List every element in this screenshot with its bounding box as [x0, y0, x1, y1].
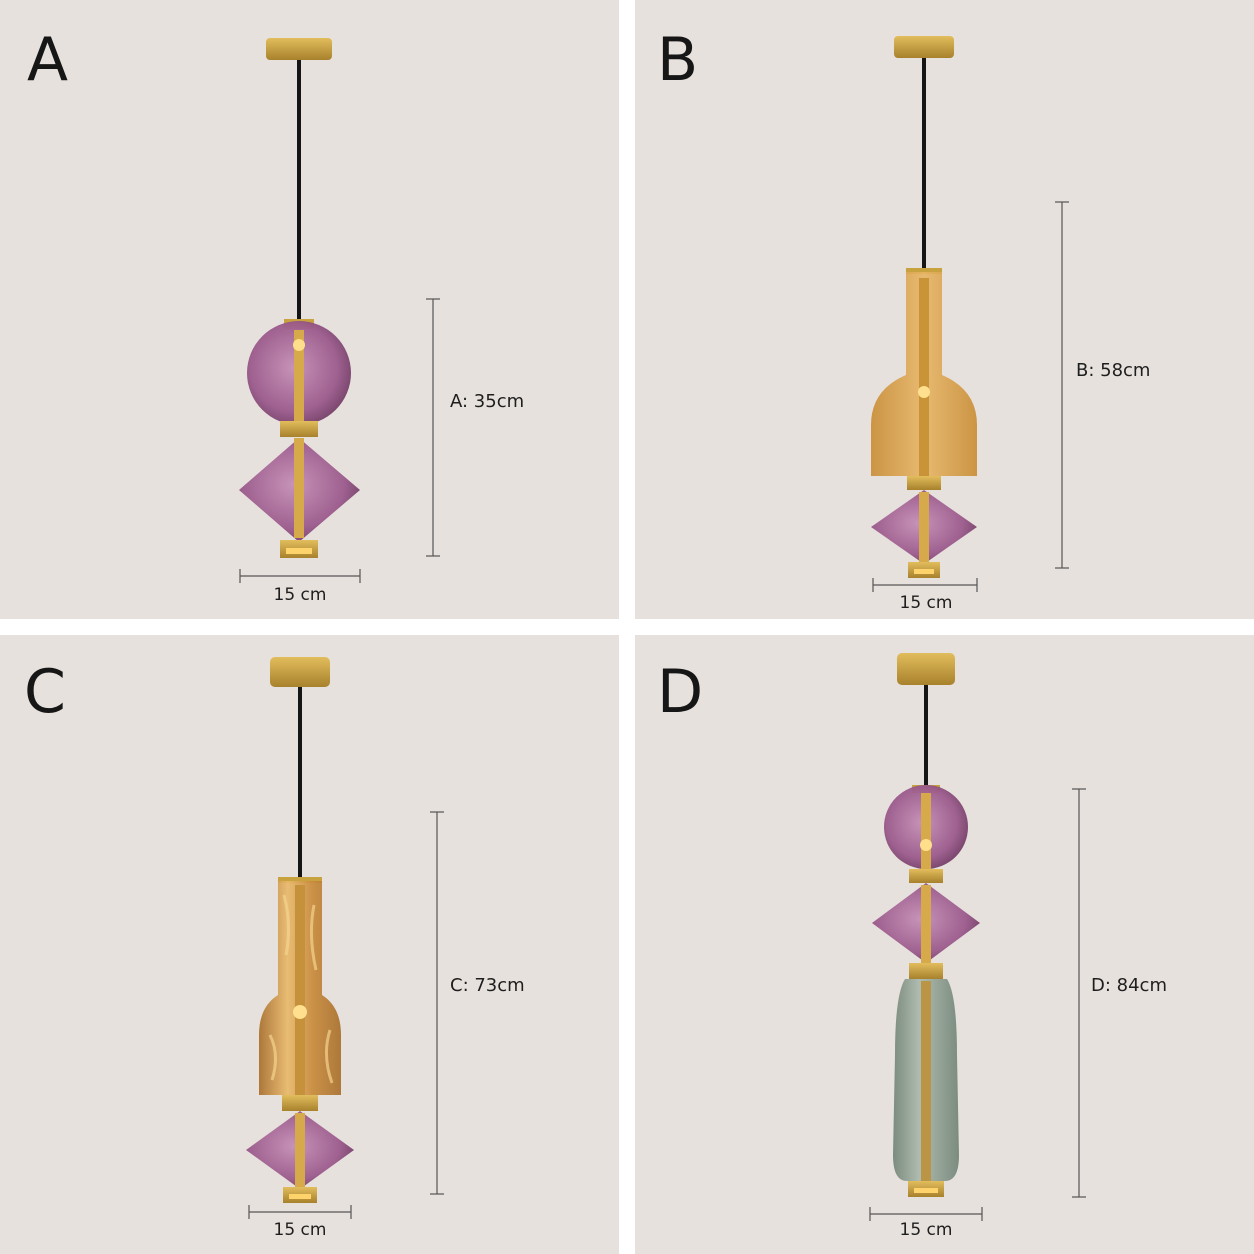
- pendant-lamp-d: [869, 653, 1086, 1221]
- width-label: 15 cm: [273, 585, 327, 605]
- panel-letter: B: [657, 25, 699, 95]
- panel-letter: C: [24, 657, 66, 727]
- width-label: 15 cm: [899, 1220, 953, 1240]
- pendant-lamp-c: [246, 657, 444, 1219]
- pendant-lamp-b: [871, 36, 1069, 592]
- panel-d: D D: 84cm 15 cm: [635, 635, 1254, 1254]
- height-label: D: 84cm: [1091, 975, 1167, 996]
- width-label: 15 cm: [899, 593, 953, 613]
- width-label: 15 cm: [273, 1220, 327, 1240]
- panel-letter: A: [27, 25, 69, 95]
- pendant-lamp-a: [239, 38, 440, 583]
- panel-b: B B: 58cm 15 cm: [635, 0, 1254, 619]
- panel-c: C C: 73cm 15 cm: [0, 635, 619, 1254]
- height-label: C: 73cm: [450, 975, 525, 996]
- height-label: A: 35cm: [450, 391, 525, 412]
- panel-a: A A: 35cm 15 cm: [0, 0, 619, 619]
- panel-letter: D: [657, 657, 704, 727]
- height-label: B: 58cm: [1076, 360, 1151, 381]
